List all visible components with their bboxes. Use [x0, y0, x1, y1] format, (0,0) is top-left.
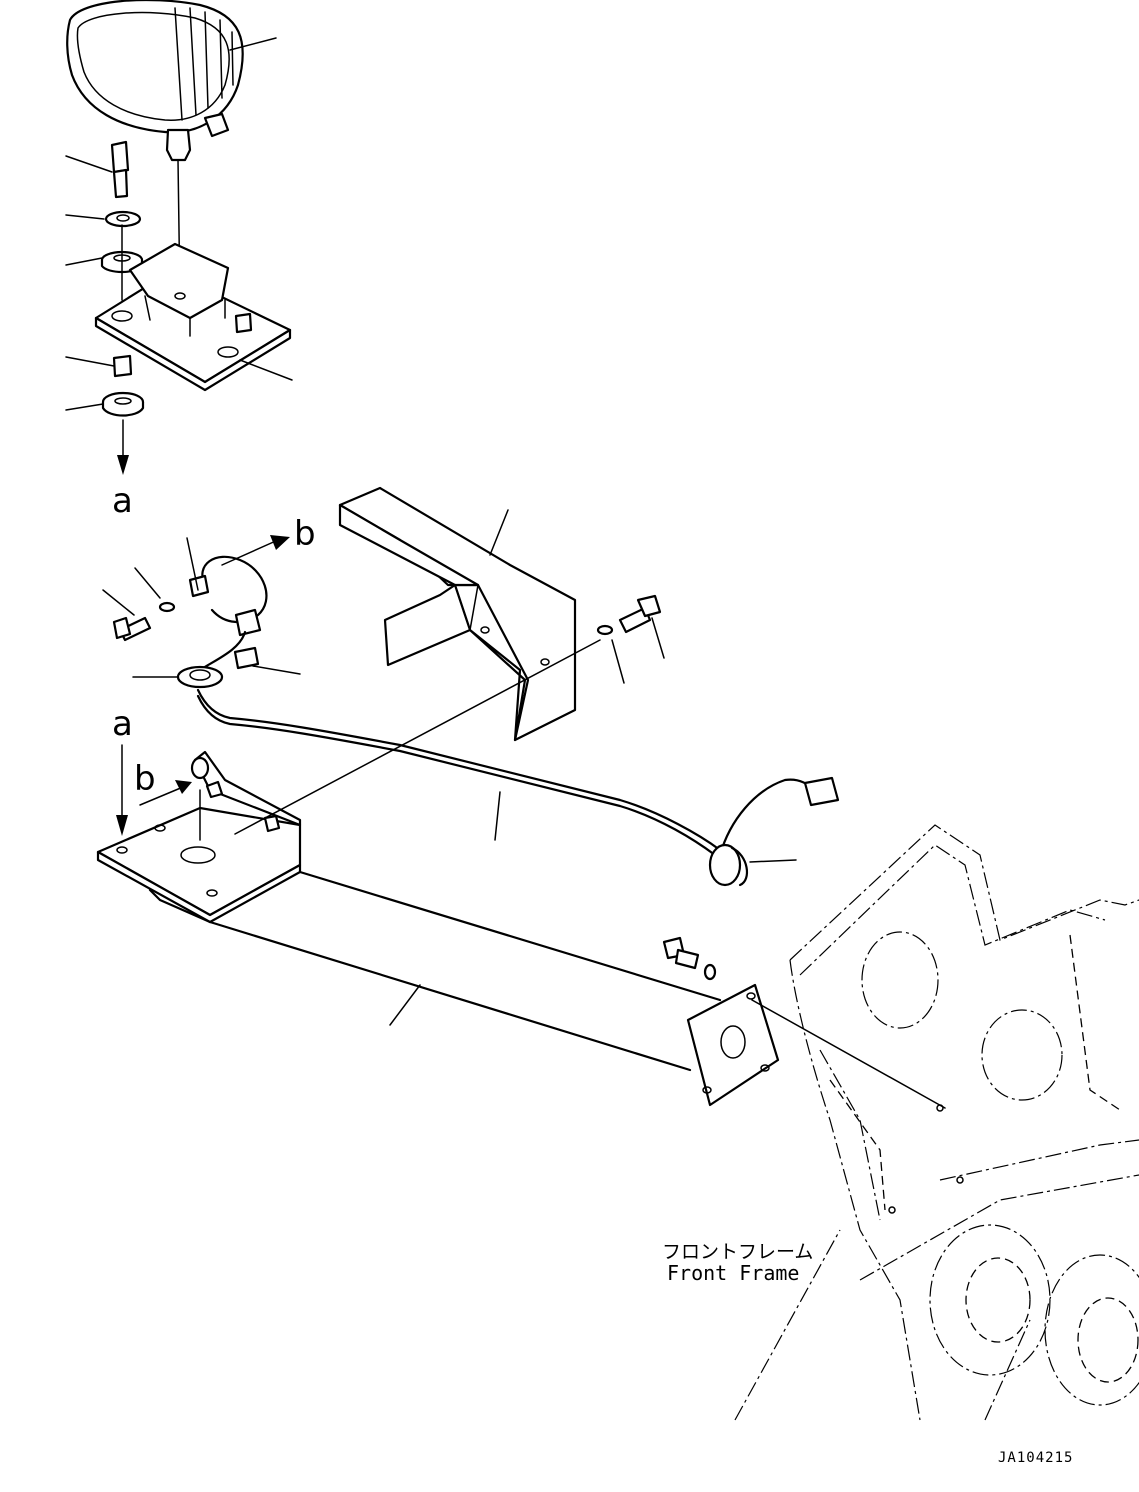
base-bracket — [96, 750, 302, 924]
front-frame-outline — [734, 824, 1139, 1421]
work-lamp — [66, 0, 277, 301]
callout-b-bottom: b — [134, 759, 156, 799]
guard-cover — [102, 486, 665, 742]
callout-a-top: a — [112, 481, 133, 521]
stay-arm — [148, 870, 780, 1107]
drawing-code: JA104215 — [998, 1450, 1073, 1466]
harness-assembly — [132, 535, 840, 887]
front-frame-label-english: Front Frame — [667, 1261, 799, 1285]
front-frame-label-japanese: フロントフレーム — [662, 1241, 813, 1263]
lamp-bracket — [94, 242, 293, 392]
arrow-a-bottom — [116, 744, 192, 836]
projection-lines — [234, 639, 946, 1109]
callout-a-bottom: a — [112, 704, 133, 744]
callout-b-top: b — [294, 514, 316, 554]
